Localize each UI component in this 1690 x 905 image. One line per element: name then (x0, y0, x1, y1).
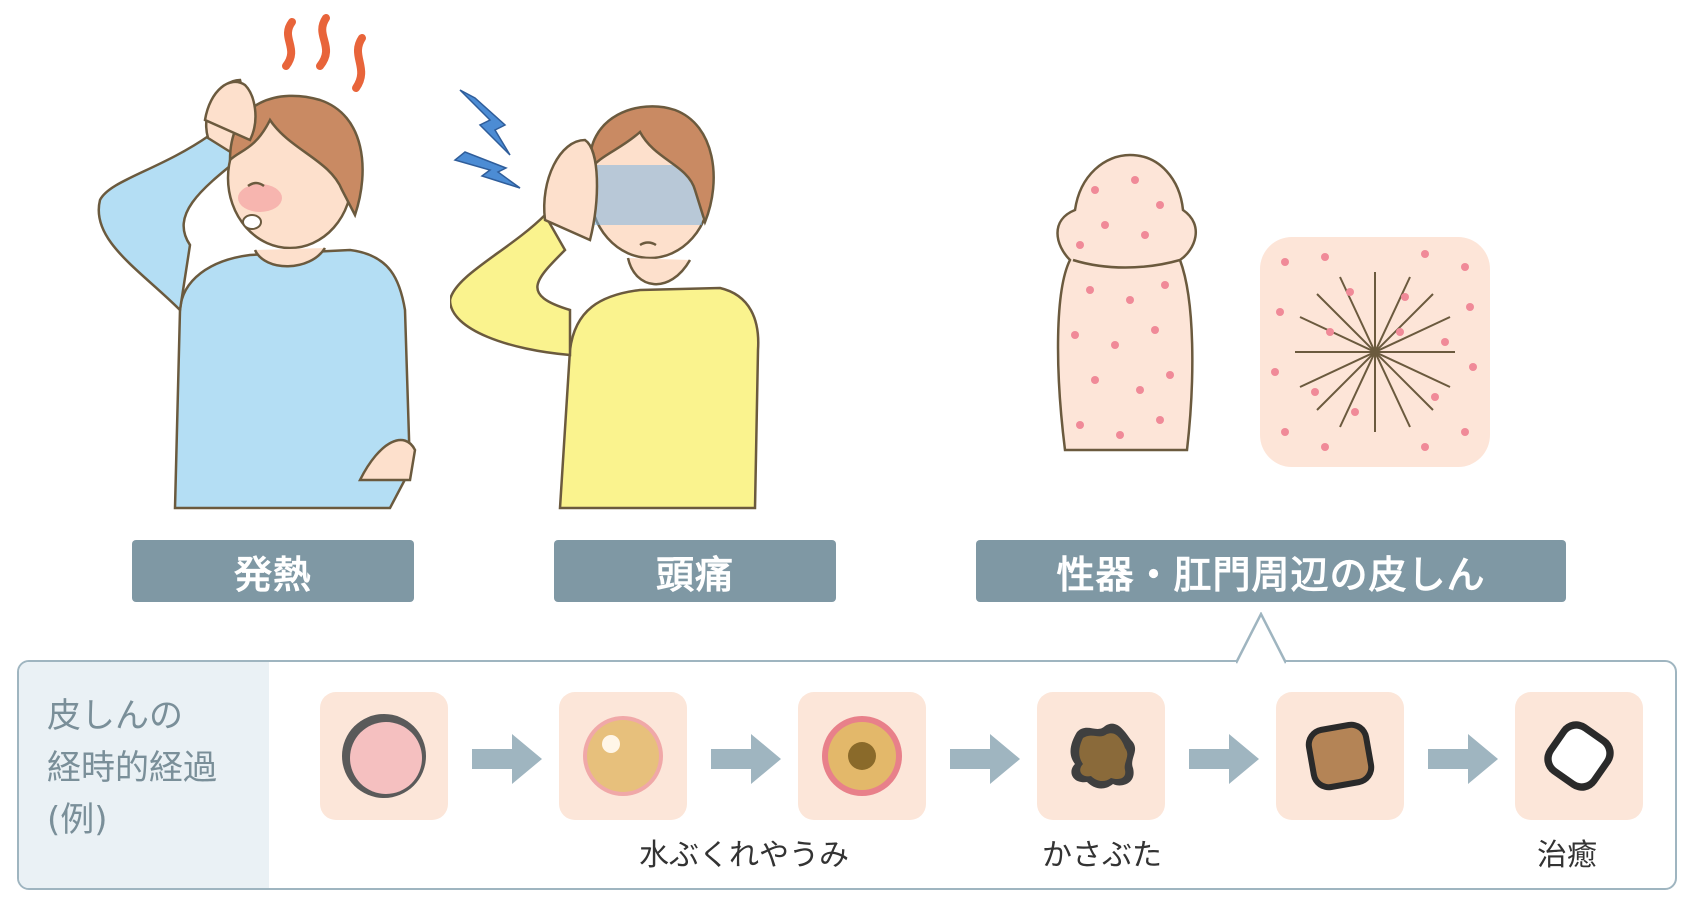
stage-tile-1 (320, 692, 448, 820)
stage-tile-3 (798, 692, 926, 820)
label-rash: 性器・肛門周辺の皮しん (976, 540, 1566, 602)
lightning-icon (453, 89, 521, 189)
rash-dots (1071, 176, 1174, 439)
arrow-right-icon (1189, 734, 1259, 784)
progression-title: 皮しんの 経時的経過 (例) (19, 662, 269, 888)
caption-healed: 治癒 (1537, 838, 1597, 873)
caption-scab: かさぶた (1042, 838, 1162, 873)
stage-tile-5 (1276, 692, 1404, 820)
caption-blister: 水ぶくれやうみ (639, 838, 849, 873)
rash-dots (1271, 250, 1477, 451)
stage-tile-2 (559, 692, 687, 820)
callout-pointer (1236, 612, 1286, 664)
genital-rash-illustration (1056, 153, 1197, 452)
label-fever: 発熱 (132, 540, 414, 602)
label-headache: 頭痛 (554, 540, 836, 602)
anal-rash-illustration (1260, 237, 1490, 467)
arrow-right-icon (711, 734, 781, 784)
anal-star-lines (1295, 272, 1455, 432)
heat-wave-icon (282, 14, 366, 92)
arrow-right-icon (950, 734, 1020, 784)
headache-illustration (450, 89, 760, 510)
arrow-right-icon (1428, 734, 1498, 784)
fever-illustration (97, 14, 417, 510)
arrow-right-icon (472, 734, 542, 784)
rash-progression-panel: 皮しんの 経時的経過 (例) 水ぶくれやうみ かさぶた 治癒 (17, 660, 1677, 890)
stage-tile-4 (1037, 692, 1165, 820)
stage-tile-6 (1515, 692, 1643, 820)
